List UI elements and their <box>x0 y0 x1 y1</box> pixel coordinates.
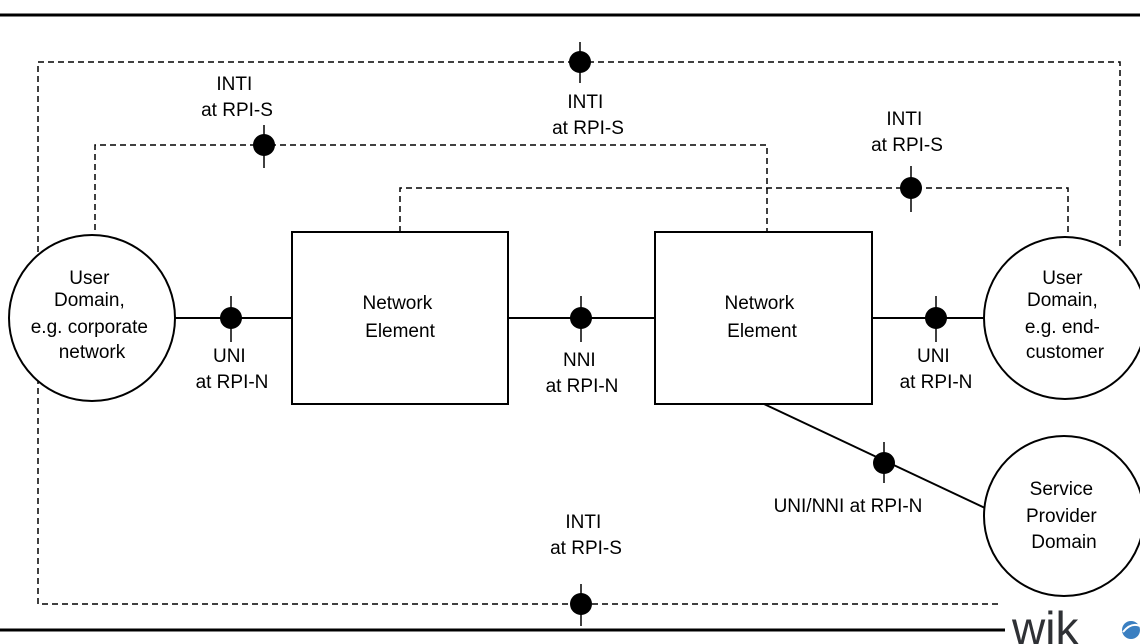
inti-label-top-left: INTI at RPI-S <box>201 74 273 121</box>
uni-nni-link <box>763 403 986 509</box>
rpi-n-marker-uni-right <box>925 296 947 342</box>
inti-link-outer-bottom <box>37 368 1000 605</box>
network-element-right <box>654 231 873 405</box>
network-element-left-text: Network Element <box>363 293 438 342</box>
network-element-left <box>291 231 509 405</box>
inti-label-mid: INTI at RPI-S <box>552 92 624 139</box>
service-provider-domain-text: Service Provider Domain <box>1026 479 1102 553</box>
wik-logo: wik <box>1011 602 1140 644</box>
network-element-right-text: Network Element <box>725 293 800 342</box>
user-domain-left-text: User Domain, e.g. corporate network <box>31 268 154 363</box>
uni-label-left: UNI at RPI-N <box>196 346 269 393</box>
user-domain-left <box>8 234 176 402</box>
inti-link-right <box>399 187 1069 232</box>
inti-label-right: INTI at RPI-S <box>871 109 943 156</box>
reference-points <box>220 42 947 626</box>
wik-logo-swoosh <box>1122 623 1140 633</box>
rpi-s-marker-mid <box>253 125 275 168</box>
rpi-s-marker-right <box>900 166 922 212</box>
rpi-n-marker-nni <box>570 296 592 342</box>
rpi-n-marker-uni-nni <box>873 442 895 483</box>
service-provider-domain <box>983 435 1140 597</box>
uni-nni-label: UNI/NNI at RPI-N <box>774 496 923 517</box>
rpi-s-marker-top <box>569 42 591 83</box>
uni-label-right: UNI at RPI-N <box>900 346 973 393</box>
nni-label: NNI at RPI-N <box>546 350 619 397</box>
rpi-n-marker-uni-left <box>220 296 242 342</box>
wik-logo-text: wik <box>1011 602 1079 644</box>
user-domain-right <box>983 236 1140 400</box>
inti-label-bottom: INTI at RPI-S <box>550 512 622 559</box>
user-domain-right-text: User Domain, e.g. end- customer <box>1025 268 1105 363</box>
rpi-s-marker-bottom <box>570 584 592 626</box>
